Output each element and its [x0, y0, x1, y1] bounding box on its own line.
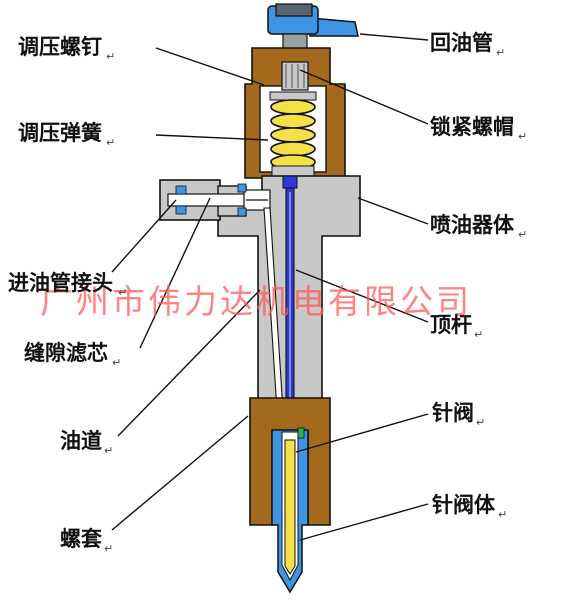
needle-valve-body-part: [271, 427, 309, 594]
label-adjust-spring-text: 调压弹簧: [18, 121, 102, 145]
paragraph-mark: ↵: [106, 50, 115, 63]
return-pipe-part: [267, 3, 359, 53]
paragraph-mark: ↵: [476, 416, 485, 429]
label-needle-valve-text: 针阀: [432, 401, 474, 425]
label-injector-body: 喷油器体 ↵: [430, 213, 527, 241]
label-push-rod-text: 顶杆: [430, 313, 472, 337]
paragraph-mark: ↵: [496, 46, 505, 59]
label-push-rod: 顶杆 ↵: [430, 313, 483, 341]
paragraph-mark: ↵: [104, 542, 113, 555]
watermark-text: 广州市伟力达机电有限公司: [40, 282, 472, 321]
label-adjust-spring: 调压弹簧 ↵: [18, 121, 115, 149]
label-return-pipe: 回油管 ↵: [430, 31, 505, 59]
push-rod-part: [282, 175, 298, 421]
label-needle-valve-body: 针阀体 ↵: [432, 493, 507, 521]
inlet-connector-part: [159, 179, 271, 221]
label-lock-nut-text: 锁紧螺帽: [430, 115, 514, 139]
label-needle-valve-body-text: 针阀体: [432, 493, 496, 517]
label-oil-passage: 油道 ↵: [60, 429, 113, 457]
paragraph-mark: ↵: [498, 508, 507, 521]
paragraph-mark: ↵: [112, 356, 121, 369]
label-sleeve-nut-text: 螺套: [60, 527, 102, 551]
label-inlet-connector: 进油管接头 ↵: [8, 271, 127, 299]
paragraph-mark: ↵: [106, 136, 115, 149]
label-sleeve-nut: 螺套 ↵: [60, 527, 113, 555]
paragraph-mark: ↵: [518, 130, 527, 143]
label-return-pipe-text: 回油管: [430, 31, 493, 55]
label-injector-body-text: 喷油器体: [430, 213, 515, 237]
label-lock-nut: 锁紧螺帽 ↵: [430, 115, 527, 143]
adjust-spring-part: [269, 91, 317, 177]
label-inlet-connector-text: 进油管接头: [8, 271, 113, 295]
label-oil-passage-text: 油道: [60, 429, 102, 453]
label-adjust-screw: 调压螺钉 ↵: [18, 35, 115, 63]
label-gap-filter-text: 缝隙滤芯: [24, 341, 108, 365]
paragraph-mark: ↵: [104, 444, 113, 457]
label-adjust-screw-text: 调压螺钉: [18, 35, 102, 59]
paragraph-mark: ↵: [518, 228, 527, 241]
label-needle-valve: 针阀 ↵: [432, 401, 485, 429]
label-gap-filter: 缝隙滤芯 ↵: [24, 341, 121, 369]
leader-lines: [111, 33, 429, 541]
paragraph-mark: ↵: [474, 328, 483, 341]
paragraph-mark: ↵: [118, 286, 127, 299]
